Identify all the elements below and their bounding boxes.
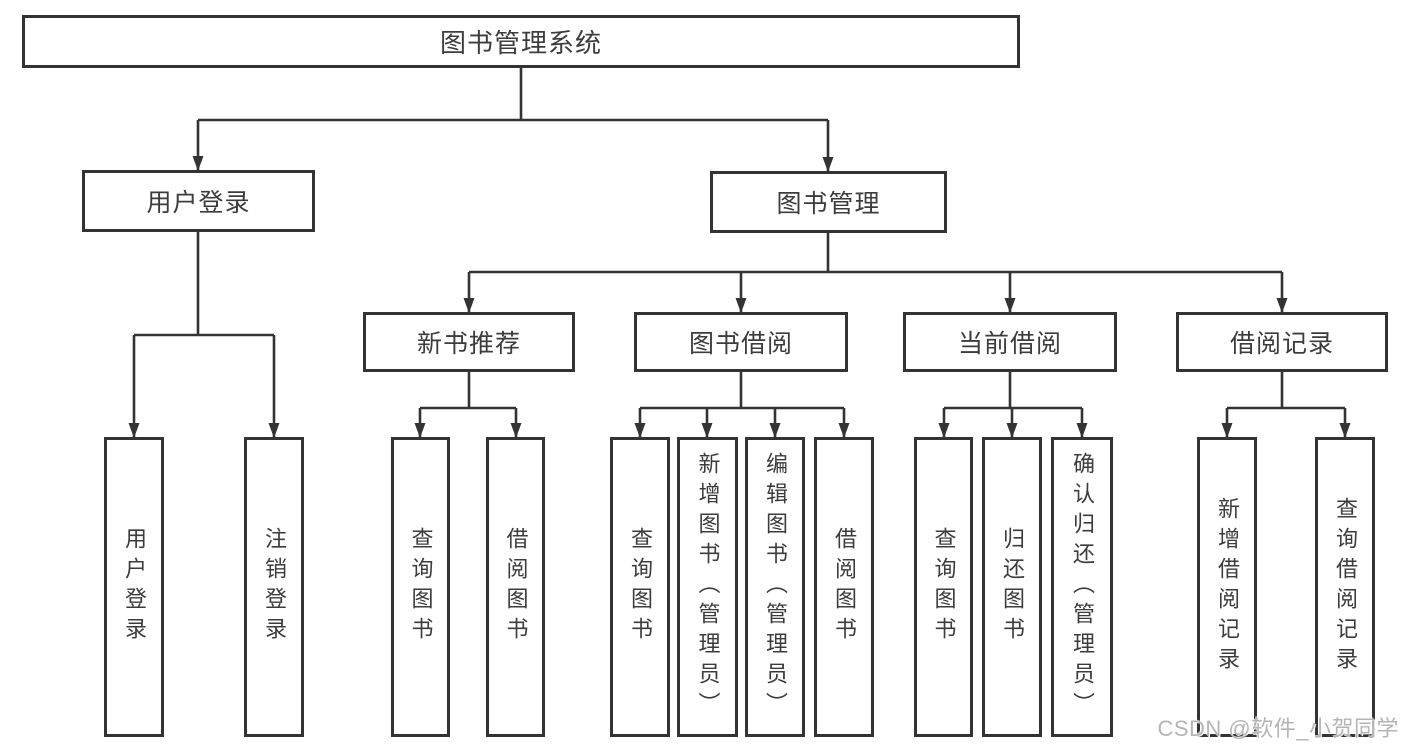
node-leaf-logout: 注销登录: [244, 437, 304, 737]
node-leaf-query-borrow-record: 查询借阅记录: [1315, 437, 1375, 737]
node-leaf-query-books-current: 查询图书: [914, 437, 973, 737]
csdn-watermark: CSDN @软件_小贺同学: [1157, 716, 1399, 741]
leaf-label: 新增图书（管理员）: [695, 452, 721, 722]
node-book-borrow: 图书借阅: [634, 312, 848, 372]
node-current-borrow: 当前借阅: [903, 312, 1117, 372]
leaf-label: 归还图书: [1000, 527, 1025, 647]
node-book-management: 图书管理: [710, 171, 947, 233]
node-leaf-user-login: 用户登录: [104, 437, 164, 737]
leaf-label: 查询图书: [408, 527, 434, 647]
node-leaf-return-books: 归还图书: [982, 437, 1042, 737]
node-leaf-add-borrow-record: 新增借阅记录: [1197, 437, 1257, 737]
leaf-label: 用户登录: [122, 527, 147, 647]
node-user-login: 用户登录: [82, 170, 315, 232]
node-leaf-query-books-recommend: 查询图书: [391, 437, 450, 737]
node-root-library-system: 图书管理系统: [22, 15, 1020, 68]
leaf-label: 查询图书: [628, 527, 653, 647]
leaf-label: 注销登录: [262, 527, 287, 647]
leaf-label: 编辑图书（管理员）: [763, 452, 788, 722]
leaf-label: 查询图书: [931, 527, 957, 647]
node-new-book-recommend: 新书推荐: [363, 312, 575, 372]
leaf-label: 借阅图书: [503, 527, 529, 647]
node-leaf-borrow-books-recommend: 借阅图书: [486, 437, 545, 737]
leaf-label: 借阅图书: [832, 527, 857, 647]
leaf-label: 确认归还（管理员）: [1070, 452, 1095, 722]
leaf-label: 查询借阅记录: [1333, 497, 1358, 677]
node-leaf-add-books-admin: 新增图书（管理员）: [677, 437, 738, 737]
node-leaf-edit-books-admin: 编辑图书（管理员）: [745, 437, 805, 737]
node-leaf-confirm-return-admin: 确认归还（管理员）: [1051, 437, 1113, 737]
node-borrow-records: 借阅记录: [1176, 312, 1388, 372]
node-leaf-query-books-borrow: 查询图书: [610, 437, 670, 737]
leaf-label: 新增借阅记录: [1215, 497, 1240, 677]
node-leaf-borrow-books: 借阅图书: [814, 437, 874, 737]
